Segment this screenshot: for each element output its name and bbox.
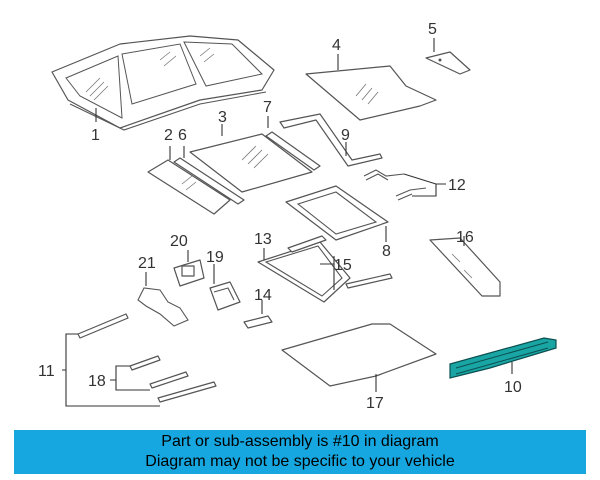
part-headliner (281, 323, 437, 387)
callout-14: 14 (254, 287, 272, 304)
part-info-banner: Part or sub-assembly is #10 in diagram D… (14, 430, 586, 474)
part-drain-hoses (363, 169, 427, 201)
callout-10: 10 (504, 379, 522, 396)
callout-18: 18 (88, 373, 106, 390)
part-wire-harness (137, 287, 189, 327)
callout-6: 6 (178, 127, 187, 144)
callout-3: 3 (218, 109, 227, 126)
banner-line-part: Part or sub-assembly is #10 in diagram (161, 433, 439, 450)
callout-7: 7 (263, 99, 272, 116)
callout-21: 21 (138, 255, 156, 272)
part-guide-pieces (129, 355, 189, 389)
part-deflector (279, 113, 383, 167)
callout-17: 17 (366, 395, 384, 412)
part-seal-strip (265, 131, 321, 171)
callout-9: 9 (341, 127, 350, 144)
part-bracket (425, 51, 471, 75)
part-rear-rail (429, 237, 501, 297)
part-roof-liner-panel (305, 65, 437, 121)
callout-5: 5 (428, 21, 437, 38)
part-motor (173, 259, 205, 287)
part-10-highlighted (449, 337, 557, 379)
callout-16: 16 (456, 229, 474, 246)
part-clip (243, 315, 273, 329)
part-front-glass (147, 159, 231, 215)
part-side-rail (173, 157, 245, 205)
callout-19: 19 (206, 249, 224, 266)
part-sunroof-glass (189, 133, 313, 193)
parts-diagram: 1 2 3 4 5 6 7 8 9 10 11 12 13 14 15 16 1… (38, 21, 557, 412)
callout-11: 11 (38, 363, 55, 380)
part-roof-panel (51, 35, 275, 131)
callout-15: 15 (334, 257, 352, 274)
banner-line-disclaimer: Diagram may not be specific to your vehi… (145, 453, 455, 470)
callout-12: 12 (448, 177, 466, 194)
callout-labels: 1 2 3 4 5 6 7 8 9 10 11 12 13 14 15 16 1… (38, 21, 522, 412)
callout-8: 8 (382, 243, 391, 260)
part-control-module (209, 281, 241, 311)
callout-2: 2 (164, 127, 173, 144)
callout-4: 4 (332, 37, 341, 54)
callout-1: 1 (91, 127, 100, 144)
part-rail-strips (77, 313, 217, 403)
part-sunroof-frame (285, 185, 389, 241)
leader-lines (62, 38, 513, 407)
callout-13: 13 (254, 231, 272, 248)
callout-20: 20 (170, 233, 188, 250)
part-housing-frame (257, 235, 393, 303)
